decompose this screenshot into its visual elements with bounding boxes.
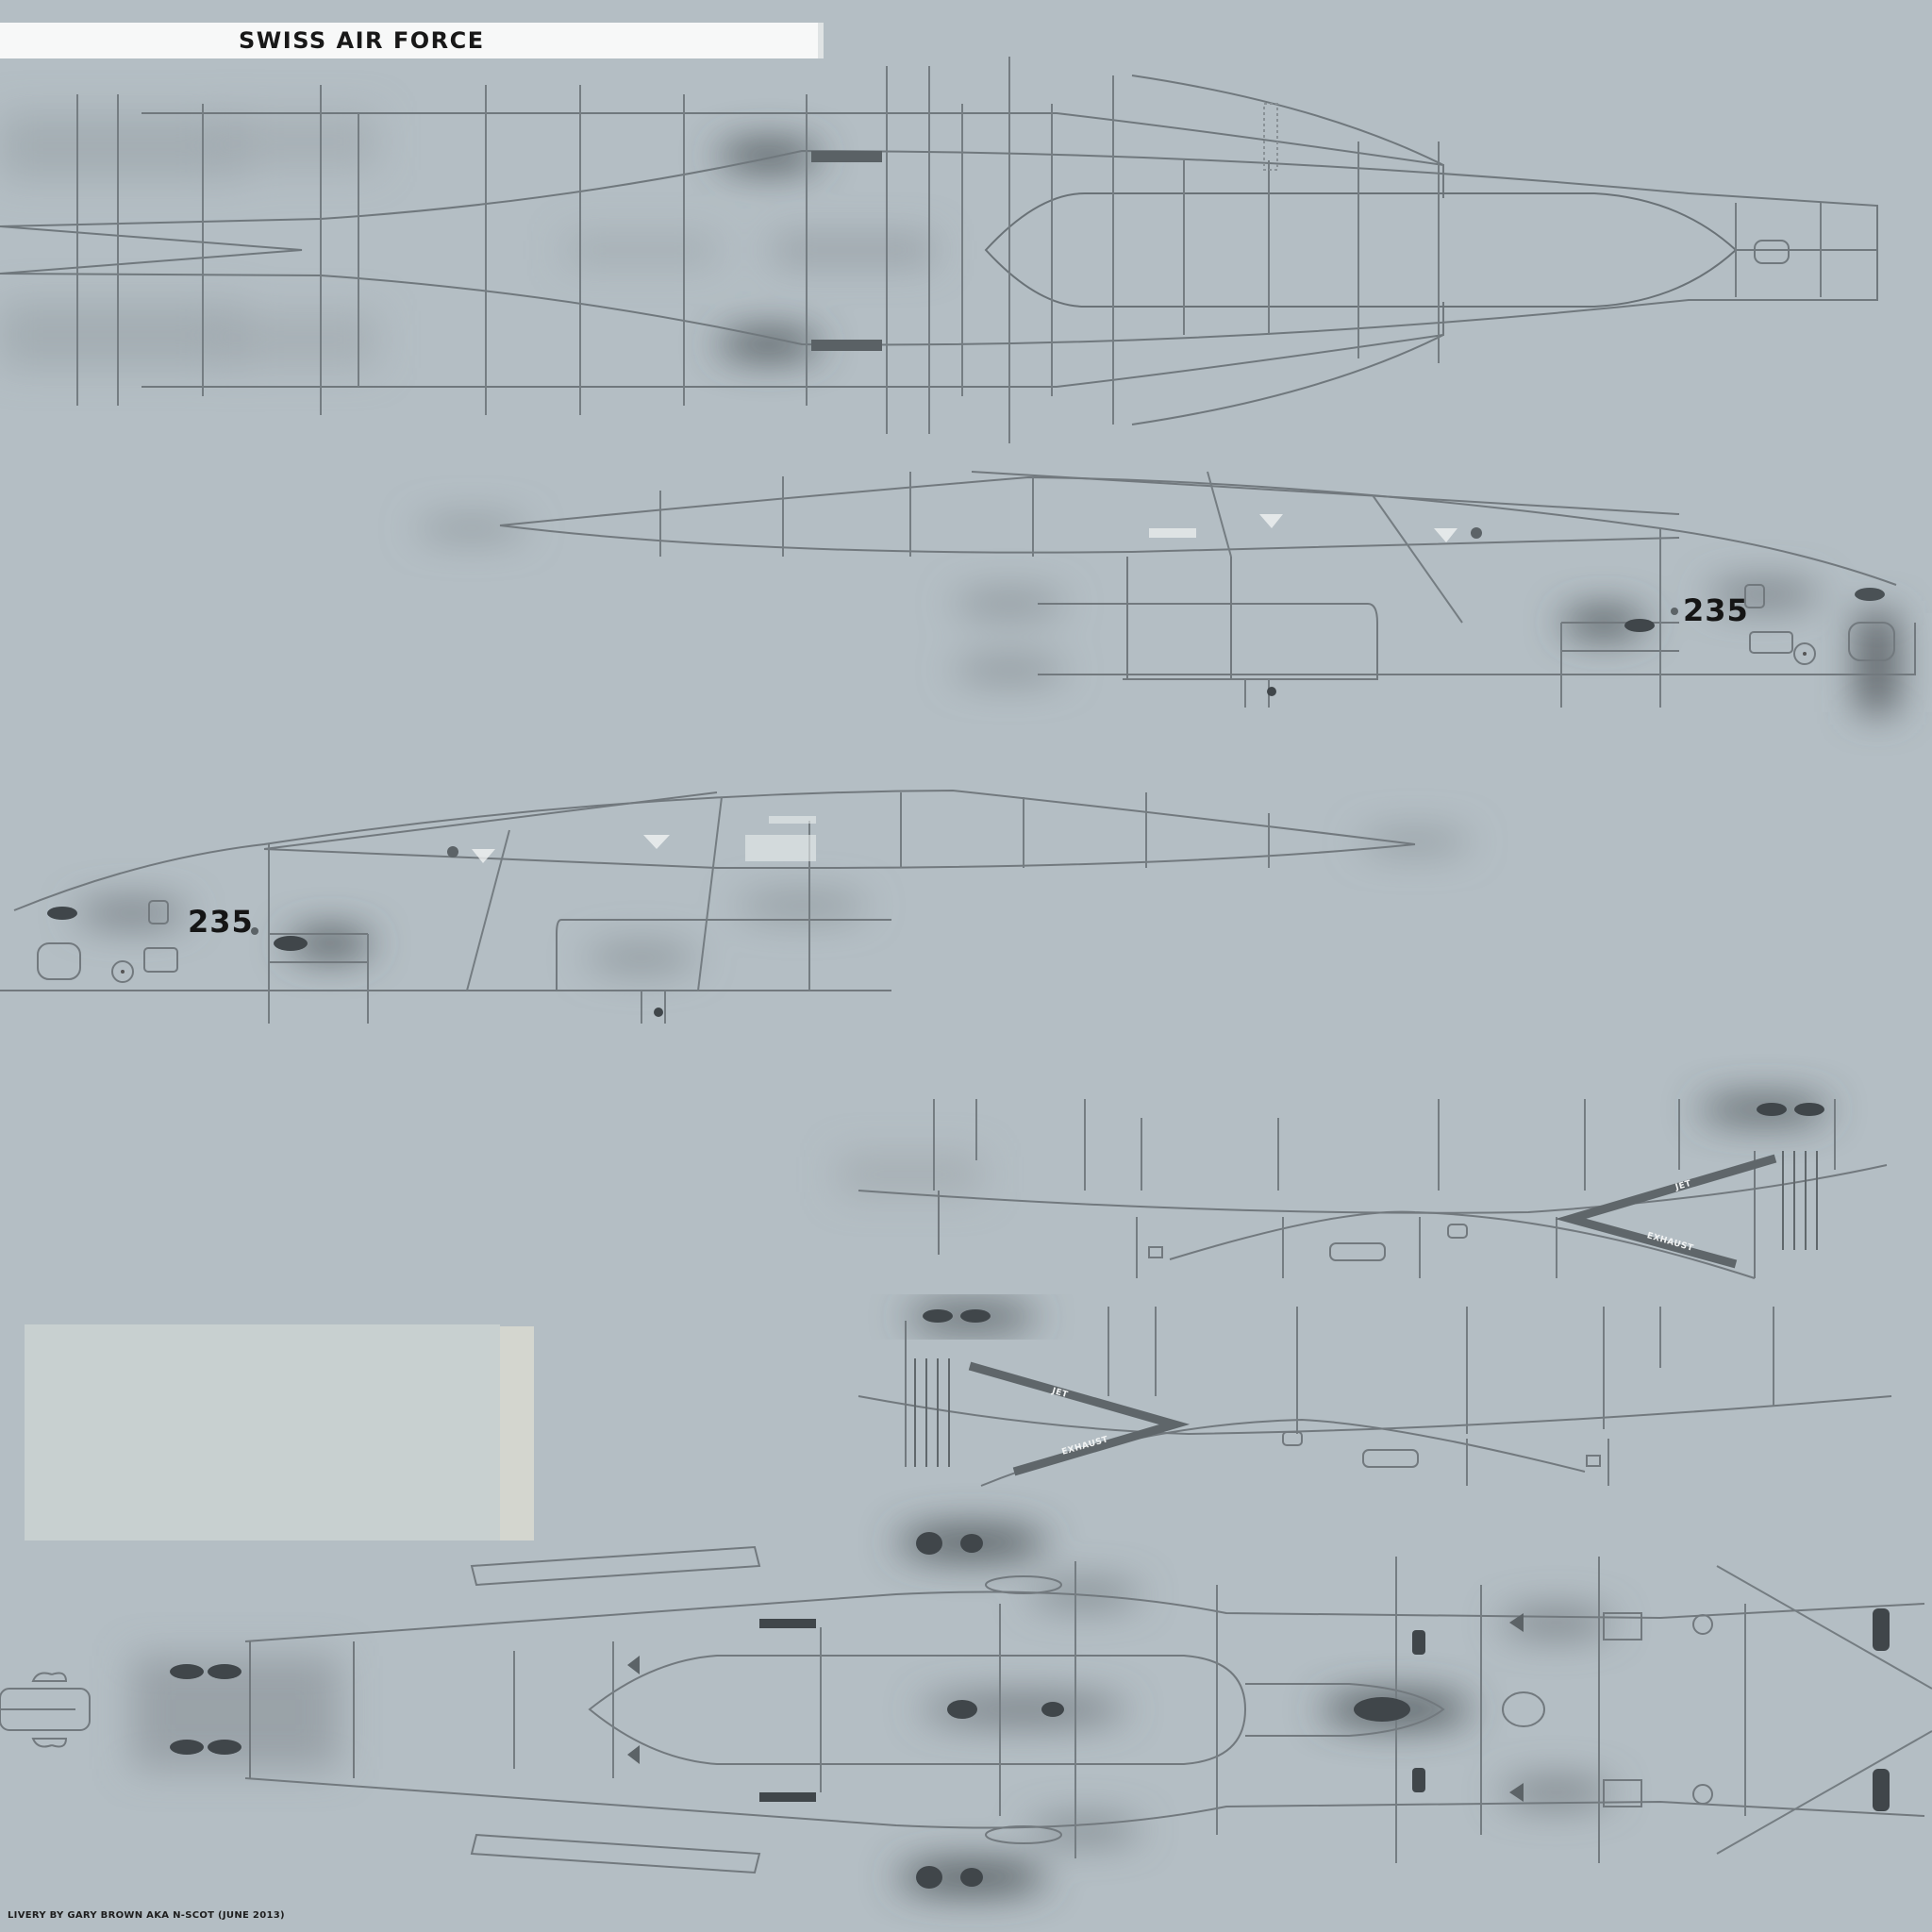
- lower-fuselage-view-b: [858, 1306, 1892, 1487]
- blank-swatch-panel: [25, 1324, 500, 1541]
- page-title: SWISS AIR FORCE: [239, 27, 485, 54]
- fuselage-left-side-view: [0, 789, 1472, 1024]
- lower-fuselage-view-a: [840, 1098, 1888, 1279]
- fuselage-underside-view: [0, 1527, 1932, 1892]
- serial-number-left-side: 235: [188, 904, 254, 940]
- title-strip: [0, 23, 824, 58]
- fuselage-top-view: [0, 57, 1878, 443]
- livery-credit: LIVERY BY GARY BROWN AKA N-SCOT (JUNE 20…: [8, 1910, 285, 1921]
- fuselage-right-side-view: [415, 471, 1916, 712]
- blank-swatch-edge: [500, 1326, 534, 1541]
- serial-number-right-side: 235: [1683, 592, 1749, 628]
